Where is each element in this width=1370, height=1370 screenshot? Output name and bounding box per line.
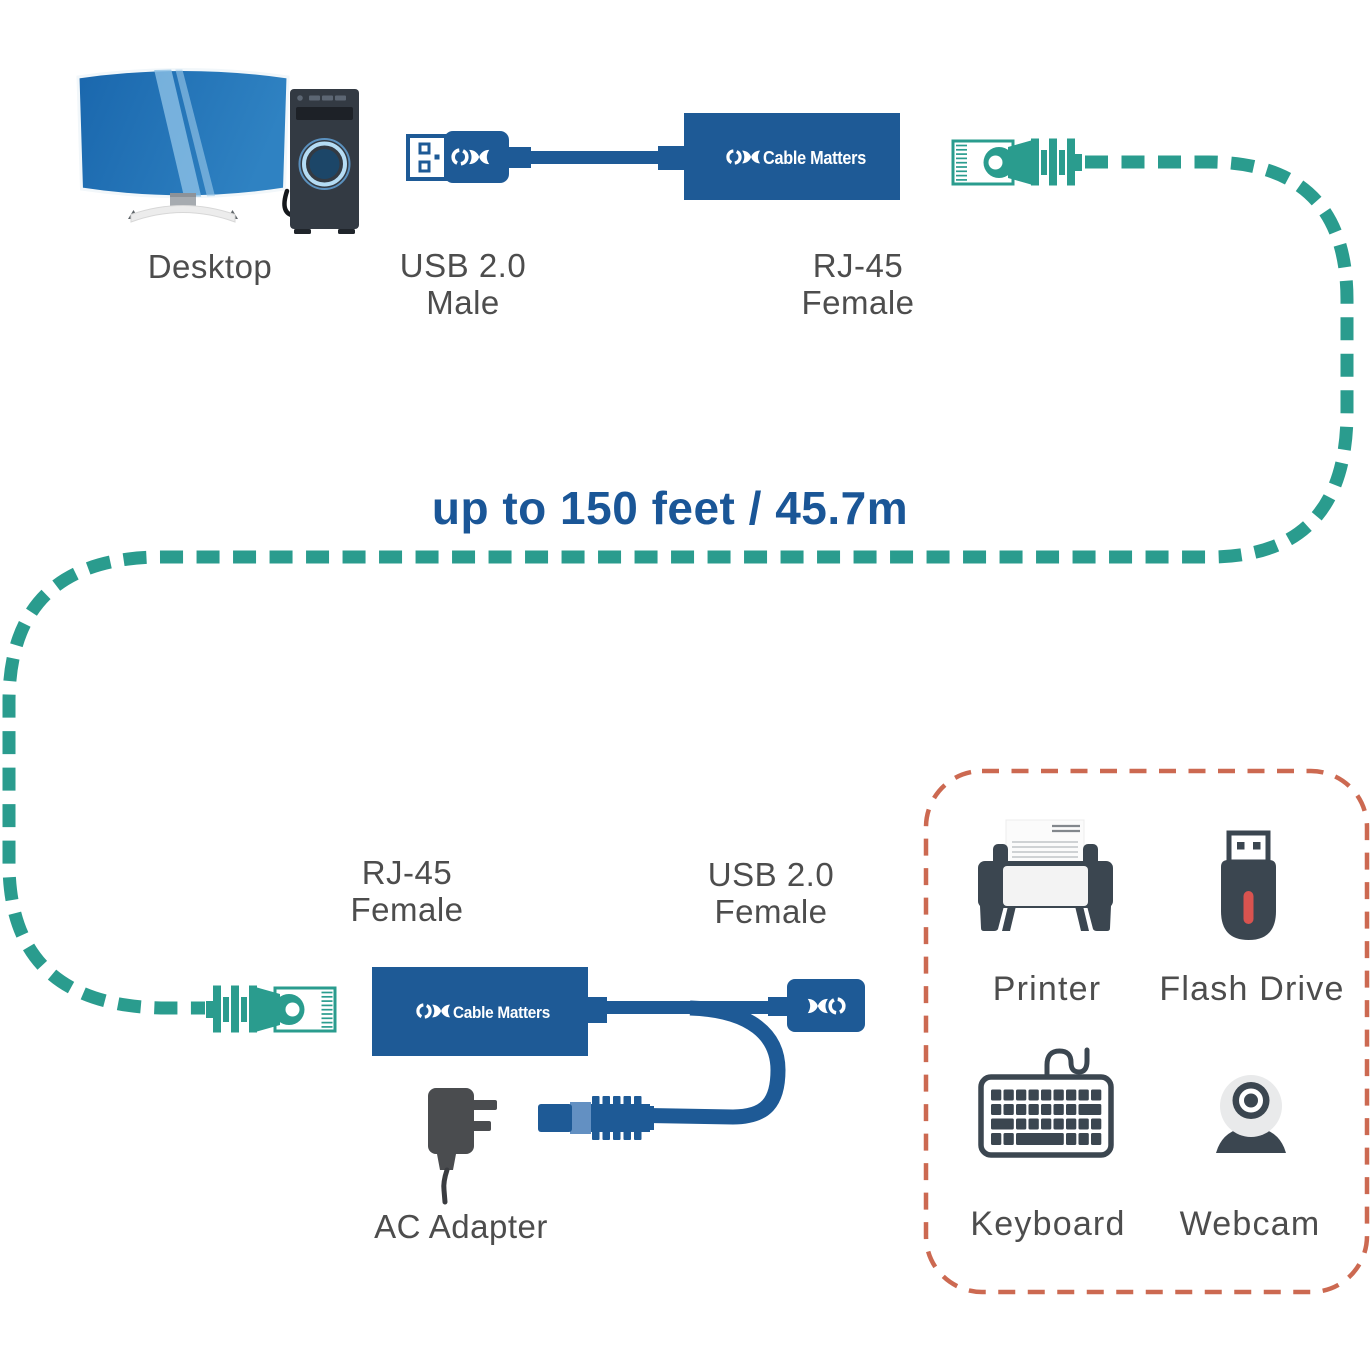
brand-text: Cable Matters [453, 1003, 550, 1022]
desktop-label: Desktop [147, 248, 273, 285]
rj45-bottom-label-line1: RJ-45 [361, 854, 453, 891]
usb-a-male-plug-icon [406, 131, 662, 183]
webcam-icon [1216, 1075, 1286, 1153]
usb-a-female-port-icon [768, 979, 865, 1032]
flash-drive-label: Flash Drive [1159, 970, 1345, 1008]
rj45-top-label-line2: Female [801, 284, 915, 321]
dc-power-plug-icon [538, 1096, 654, 1140]
cable-matters-logo: Cable Matters [726, 148, 867, 168]
usb-female-label-line2: Female [714, 893, 828, 930]
keyboard-icon [978, 1047, 1114, 1158]
ethernet-plug-bottom-icon [206, 985, 337, 1033]
usb-male-label-line1: USB 2.0 [399, 247, 527, 284]
cable-matters-logo: Cable Matters [416, 1003, 550, 1022]
flash-drive-icon [1221, 830, 1276, 940]
ac-adapter-icon [428, 1088, 497, 1205]
rj45-top-label: RJ-45 Female [801, 247, 914, 321]
printer-label: Printer [992, 970, 1102, 1008]
brand-text: Cable Matters [763, 148, 866, 168]
ethernet-plug-top-icon [951, 138, 1082, 186]
peripherals-group-box [923, 768, 1370, 1295]
rj45-bottom-label: RJ-45 Female [350, 854, 463, 928]
usb-female-label: USB 2.0 Female [708, 856, 834, 930]
keyboard-label: Keyboard [970, 1205, 1126, 1243]
webcam-label: Webcam [1179, 1205, 1321, 1243]
printer-icon [978, 819, 1113, 931]
rj45-bottom-label-line2: Female [350, 891, 464, 928]
rj45-top-label-line1: RJ-45 [812, 247, 904, 284]
transmitter-adapter: Cable Matters [658, 113, 900, 200]
power-pigtail-cable [647, 1000, 786, 1125]
usb-male-label-line2: Male [426, 284, 500, 321]
desktop-computer-icon [76, 68, 359, 234]
ethernet-cable-dashed [2, 155, 1354, 1015]
ac-adapter-label: AC Adapter [374, 1208, 548, 1245]
max-distance-text: up to 150 feet / 45.7m [431, 482, 909, 534]
usb-female-label-line1: USB 2.0 [707, 856, 835, 893]
usb-male-label: USB 2.0 Male [400, 247, 526, 321]
receiver-adapter: Cable Matters [372, 967, 865, 1140]
